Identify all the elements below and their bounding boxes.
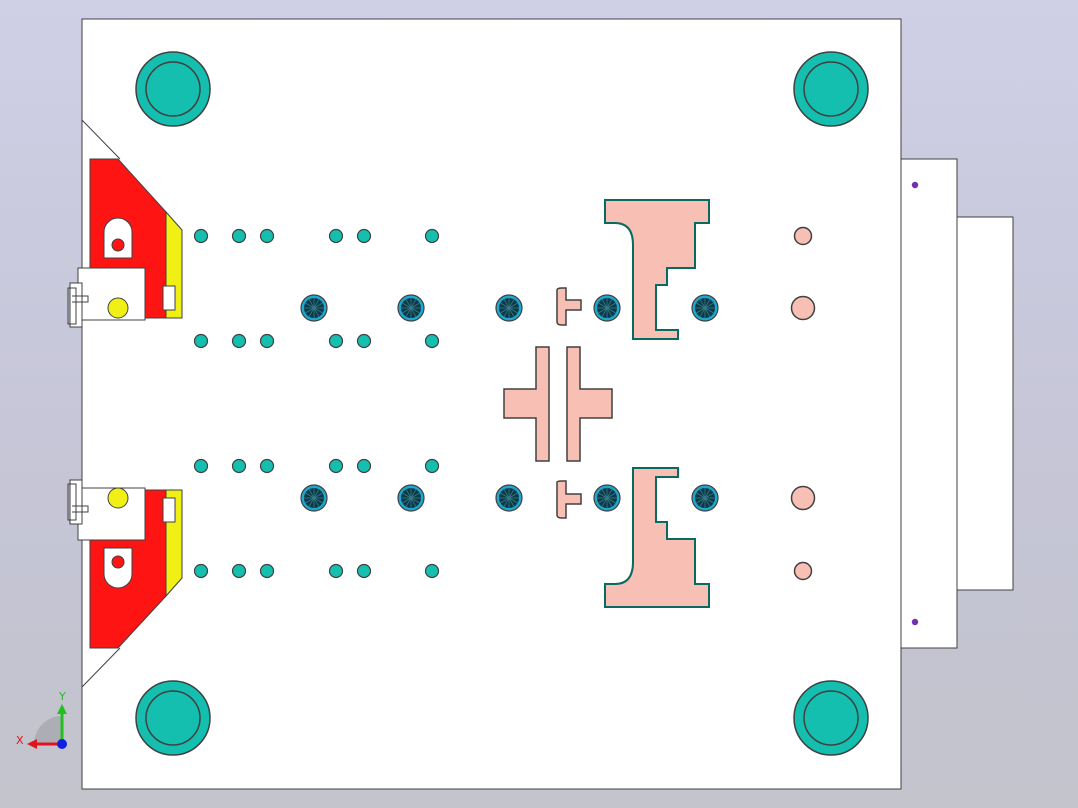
guide-pillar-top-left[interactable] [135, 51, 211, 127]
cooling-hole[interactable] [356, 458, 372, 474]
cooling-hole[interactable] [193, 333, 209, 349]
cavity-tee-bottom[interactable] [556, 480, 582, 519]
ejector-pin-large[interactable] [790, 485, 816, 511]
slider-pin [107, 297, 129, 319]
cooling-hole[interactable] [424, 333, 440, 349]
punch-hole[interactable] [495, 484, 523, 512]
cooling-hole[interactable] [424, 458, 440, 474]
side-marker-dot [911, 181, 919, 189]
ejector-pin-small[interactable] [793, 226, 813, 246]
cooling-hole[interactable] [193, 563, 209, 579]
punch-hole[interactable] [300, 294, 328, 322]
cooling-hole[interactable] [356, 563, 372, 579]
punch-hole-grid [300, 294, 719, 512]
punch-hole[interactable] [593, 484, 621, 512]
cooling-hole[interactable] [231, 333, 247, 349]
triad-y-arrow [57, 704, 67, 714]
left-slider-top[interactable] [67, 119, 183, 328]
side-block-inner [956, 216, 1014, 591]
slider-chamfer-line [81, 647, 121, 688]
cooling-hole[interactable] [424, 563, 440, 579]
guide-pillar-top-right[interactable] [793, 51, 869, 127]
slider-pin [107, 487, 129, 509]
cooling-hole[interactable] [231, 563, 247, 579]
ejector-pin-small[interactable] [793, 561, 813, 581]
punch-hole[interactable] [397, 484, 425, 512]
slider-lock-hole [111, 555, 125, 569]
cooling-hole[interactable] [328, 228, 344, 244]
cooling-hole[interactable] [193, 228, 209, 244]
guide-pillar-bottom-right[interactable] [793, 680, 869, 756]
cooling-hole[interactable] [193, 458, 209, 474]
small-hole-grid [193, 228, 440, 579]
triad-plane-arc [34, 716, 62, 744]
cooling-hole[interactable] [231, 458, 247, 474]
ejector-pin-large[interactable] [790, 295, 816, 321]
slider-clip [67, 483, 89, 521]
cavity-insert-center-left[interactable] [503, 346, 550, 462]
cavity-insert-center-right[interactable] [566, 346, 613, 462]
slider-chamfer-line [81, 119, 121, 160]
triad-x-arrow [27, 739, 37, 749]
slider-clip [67, 287, 89, 325]
guide-pillar-bottom-left[interactable] [135, 680, 211, 756]
punch-hole[interactable] [593, 294, 621, 322]
punch-hole[interactable] [300, 484, 328, 512]
left-slider-bottom[interactable] [67, 479, 183, 688]
cooling-hole[interactable] [259, 458, 275, 474]
punch-hole[interactable] [691, 294, 719, 322]
cooling-hole[interactable] [328, 458, 344, 474]
coordinate-triad[interactable]: Y X [16, 690, 67, 749]
cooling-hole[interactable] [259, 228, 275, 244]
punch-hole[interactable] [495, 294, 523, 322]
triad-z-axis [57, 739, 67, 749]
cavity-insert-bottom[interactable] [604, 467, 710, 608]
punch-hole[interactable] [397, 294, 425, 322]
cooling-hole[interactable] [259, 333, 275, 349]
slider-lock-hole [111, 238, 125, 252]
cooling-hole[interactable] [356, 228, 372, 244]
mold-plate[interactable] [81, 18, 902, 790]
slider-lock-tab [103, 217, 133, 259]
side-block-outer [899, 158, 958, 649]
cooling-hole[interactable] [356, 333, 372, 349]
cavity-insert-top[interactable] [604, 199, 710, 340]
slider-clip-right [162, 285, 176, 311]
slider-clip-right [162, 497, 176, 523]
cooling-hole[interactable] [328, 563, 344, 579]
side-marker-dot [911, 618, 919, 626]
triad-x-label: X [16, 734, 24, 747]
punch-hole[interactable] [691, 484, 719, 512]
cooling-hole[interactable] [259, 563, 275, 579]
cooling-hole[interactable] [424, 228, 440, 244]
cooling-hole[interactable] [328, 333, 344, 349]
triad-y-label: Y [58, 690, 66, 703]
cooling-hole[interactable] [231, 228, 247, 244]
cavity-tee-top[interactable] [556, 287, 582, 326]
